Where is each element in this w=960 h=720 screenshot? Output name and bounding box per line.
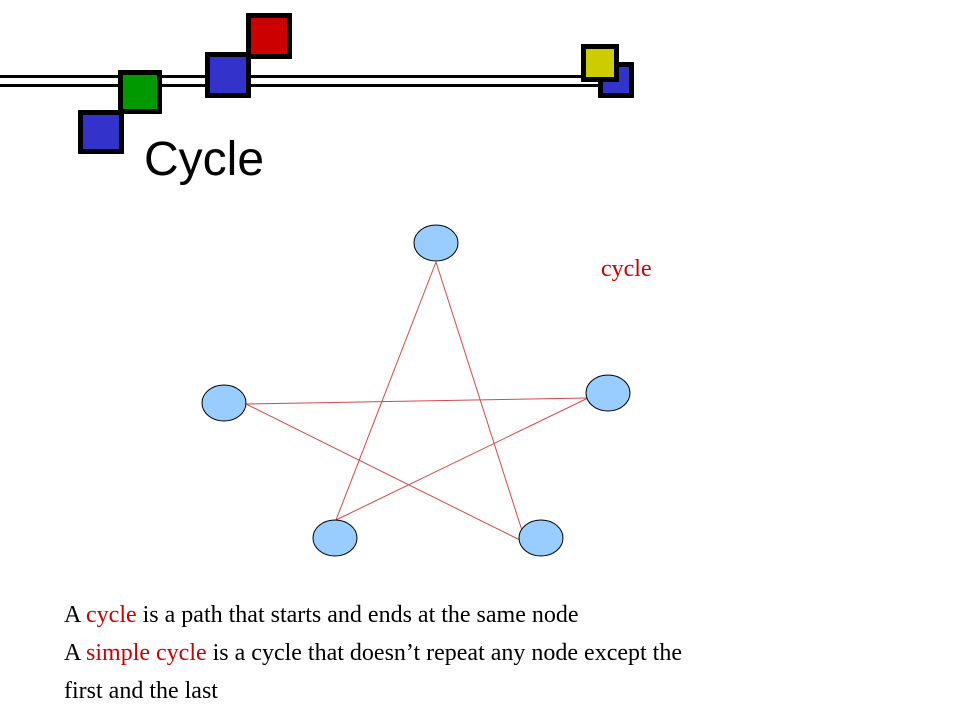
edge-bottom-left-top bbox=[335, 261, 437, 521]
header-rule-top bbox=[0, 75, 608, 78]
node-right bbox=[585, 374, 631, 412]
header-rule-bottom bbox=[0, 84, 608, 87]
node-top bbox=[413, 224, 459, 262]
node-bottom-left bbox=[312, 519, 358, 557]
diagram-label: cycle bbox=[601, 256, 652, 282]
decor-square-blue-left bbox=[78, 110, 124, 154]
definition-simple-cycle-continued: first and the last bbox=[64, 678, 218, 704]
decor-square-green bbox=[118, 70, 162, 114]
definition-cycle: A cycle is a path that starts and ends a… bbox=[64, 600, 579, 630]
edge-bottom-right-left bbox=[245, 403, 527, 544]
edge-top-bottom-right bbox=[435, 261, 527, 544]
node-bottom-right bbox=[518, 519, 564, 557]
definition-simple-cycle-prefix: A bbox=[64, 640, 87, 666]
decor-square-yellow bbox=[581, 44, 619, 82]
definition-simple-cycle: A simple cycle is a cycle that doesn’t r… bbox=[64, 638, 682, 668]
decor-square-red bbox=[246, 13, 292, 59]
definition-simple-cycle-text: is a cycle that doesn’t repeat any node … bbox=[206, 640, 682, 666]
term-simple-cycle: simple cycle bbox=[86, 640, 207, 666]
definition-cycle-text: is a path that starts and ends at the sa… bbox=[136, 602, 579, 628]
definition-cycle-prefix: A bbox=[64, 602, 87, 628]
node-left bbox=[201, 384, 247, 422]
decor-square-blue-mid bbox=[205, 52, 251, 98]
edge-left-right bbox=[245, 397, 589, 405]
edge-right-bottom-left bbox=[335, 397, 589, 521]
term-cycle: cycle bbox=[86, 602, 137, 628]
slide-title: Cycle bbox=[144, 133, 265, 186]
